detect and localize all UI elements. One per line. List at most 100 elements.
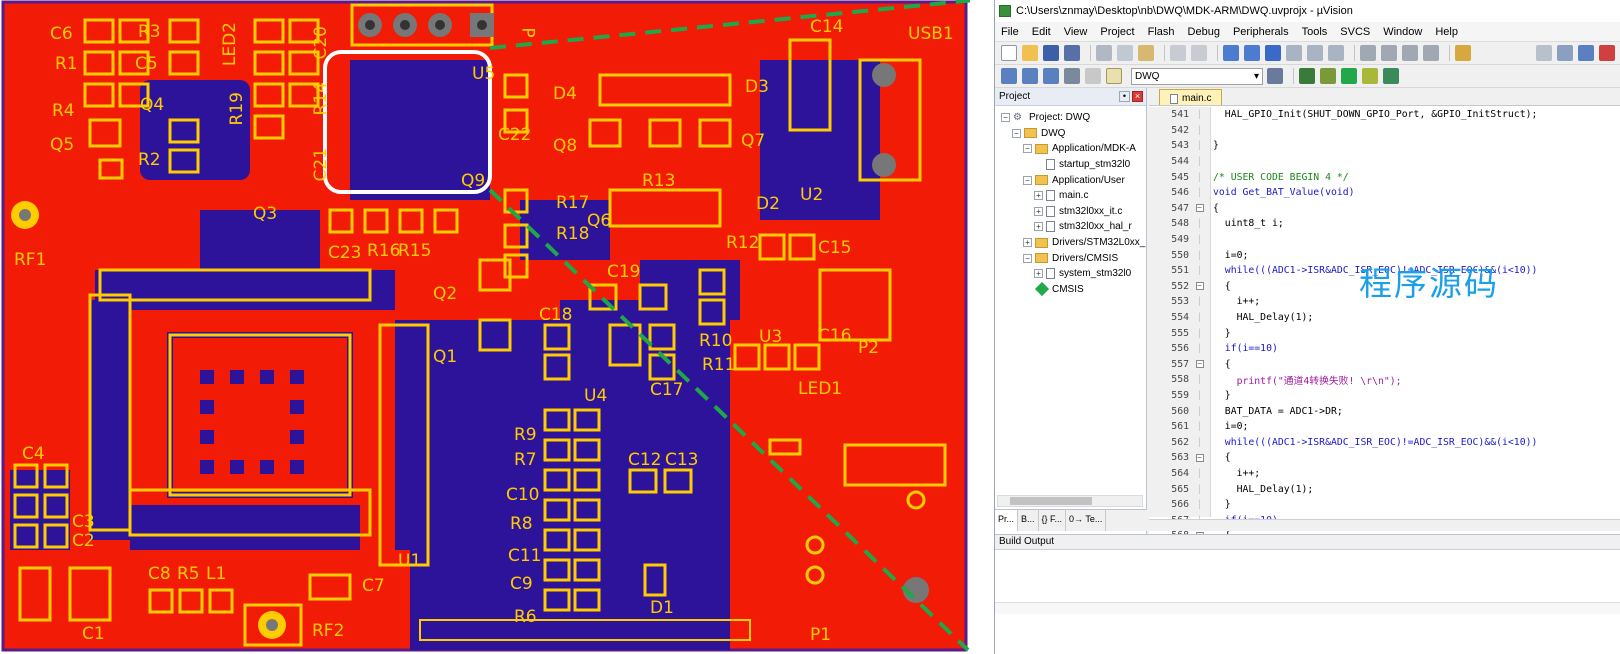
line-number: 551 <box>1171 265 1189 277</box>
manage-project-icon[interactable] <box>1299 68 1315 84</box>
line-number: 559 <box>1171 389 1189 401</box>
menu-window[interactable]: Window <box>1383 25 1423 38</box>
menu-view[interactable]: View <box>1063 25 1088 38</box>
batch-build-icon[interactable] <box>1064 68 1080 84</box>
uncomment-icon[interactable] <box>1423 45 1439 61</box>
tree-item-label: Drivers/STM32L0xx_ <box>1052 237 1146 249</box>
tree-item[interactable]: startup_stm32l0 <box>995 157 1146 173</box>
tree-item[interactable]: − Drivers/CMSIS <box>995 250 1146 266</box>
tree-item[interactable]: CMSIS <box>995 282 1146 298</box>
menu-project[interactable]: Project <box>1100 25 1135 38</box>
expand-icon[interactable]: + <box>1034 269 1043 279</box>
close-icon[interactable]: × <box>1132 91 1143 102</box>
expand-icon[interactable]: + <box>1034 191 1043 201</box>
comment-icon[interactable] <box>1402 45 1418 61</box>
target-select[interactable]: DWQ ▾ <box>1131 67 1263 85</box>
device-database-icon[interactable] <box>1383 68 1399 84</box>
prev-bookmark-icon[interactable] <box>1286 45 1302 61</box>
nav-forward-icon[interactable] <box>1244 45 1260 61</box>
stop-build-icon[interactable] <box>1085 68 1101 84</box>
tree-item[interactable]: + Drivers/STM32L0xx_ <box>995 235 1146 251</box>
nav-back-icon[interactable] <box>1223 45 1239 61</box>
tree-item[interactable]: −Application/MDK-A <box>995 141 1146 157</box>
open-file-icon[interactable] <box>1022 45 1038 61</box>
bookmark-icon[interactable] <box>1265 45 1281 61</box>
menu-help[interactable]: Help <box>1435 25 1458 38</box>
expand-icon[interactable]: + <box>1023 238 1032 248</box>
collapse-icon[interactable]: − <box>1023 253 1032 263</box>
fold-collapse-icon[interactable]: − <box>1195 359 1204 369</box>
editor-horizontal-scrollbar[interactable] <box>1149 519 1620 531</box>
pack-installer-icon[interactable] <box>1362 68 1378 84</box>
tree-item[interactable]: −⚙Project: DWQ <box>995 110 1146 126</box>
pin-icon[interactable]: • <box>1119 91 1130 102</box>
build-icon[interactable] <box>1022 68 1038 84</box>
code-line: 557− { <box>1149 357 1620 373</box>
menu-file[interactable]: File <box>1001 25 1019 38</box>
translate-icon[interactable] <box>1001 68 1017 84</box>
tab-main-c[interactable]: main.c <box>1159 89 1223 105</box>
menu-edit[interactable]: Edit <box>1031 25 1051 38</box>
collapse-icon[interactable]: − <box>1023 175 1032 185</box>
fold-collapse-icon[interactable]: − <box>1195 203 1204 213</box>
tree-item[interactable]: −Application/User <box>995 172 1146 188</box>
collapse-icon[interactable]: − <box>1001 113 1010 123</box>
pcb-label-c7: C7 <box>362 576 385 596</box>
select-packs-icon[interactable] <box>1320 68 1336 84</box>
collapse-icon[interactable]: − <box>1023 144 1032 154</box>
rebuild-icon[interactable] <box>1043 68 1059 84</box>
project-panel-tab[interactable]: 0→ Te... <box>1066 510 1107 531</box>
paste-icon[interactable] <box>1138 45 1154 61</box>
manage-rte-icon[interactable] <box>1341 68 1357 84</box>
unindent-icon[interactable] <box>1381 45 1397 61</box>
zoom-icon[interactable] <box>1599 45 1615 61</box>
download-icon[interactable] <box>1106 68 1122 84</box>
window-titlebar[interactable]: C:\Users\znmay\Desktop\nb\DWQ\MDK-ARM\DW… <box>995 0 1620 22</box>
redo-icon[interactable] <box>1191 45 1207 61</box>
find-in-files-icon[interactable] <box>1455 45 1471 61</box>
tree-item[interactable]: +system_stm32l0 <box>995 266 1146 282</box>
cut-icon[interactable] <box>1096 45 1112 61</box>
debug-session-icon[interactable] <box>1557 45 1573 61</box>
tree-item[interactable]: +stm32l0xx_it.c <box>995 204 1146 220</box>
project-panel-tab[interactable]: B... <box>1018 510 1039 531</box>
code-line: 559│ } <box>1149 388 1620 404</box>
next-bookmark-icon[interactable] <box>1307 45 1323 61</box>
menu-debug[interactable]: Debug <box>1187 25 1220 38</box>
tree-item[interactable]: +main.c <box>995 188 1146 204</box>
clear-bookmarks-icon[interactable] <box>1328 45 1344 61</box>
options-for-target-icon[interactable] <box>1267 68 1283 84</box>
save-icon[interactable] <box>1043 45 1059 61</box>
pcb-label-q7: Q7 <box>741 131 766 151</box>
menu-peripherals[interactable]: Peripherals <box>1232 25 1289 38</box>
copy-icon[interactable] <box>1117 45 1133 61</box>
code-editor[interactable]: 541│ HAL_GPIO_Init(SHUT_DOWN_GPIO_Port, … <box>1149 107 1620 619</box>
pcb-label-c10: C10 <box>506 485 540 505</box>
project-panel-tab[interactable]: {} F... <box>1039 510 1067 531</box>
configure-icon[interactable] <box>1578 45 1594 61</box>
fold-collapse-icon[interactable]: − <box>1195 281 1204 291</box>
new-file-icon[interactable] <box>1001 45 1017 61</box>
fold-collapse-icon[interactable]: − <box>1195 452 1204 462</box>
code-text: { <box>1213 452 1231 464</box>
indent-icon[interactable] <box>1360 45 1376 61</box>
project-panel-tab[interactable]: Pr... <box>995 510 1019 531</box>
collapse-icon[interactable]: − <box>1012 128 1021 138</box>
menu-flash[interactable]: Flash <box>1147 25 1175 38</box>
tree-item[interactable]: −DWQ <box>995 126 1146 142</box>
expand-icon[interactable]: + <box>1034 206 1043 216</box>
pcb-label-c20: C20 <box>311 26 331 60</box>
undo-icon[interactable] <box>1170 45 1186 61</box>
dropdown-arrow-icon[interactable] <box>1536 45 1552 61</box>
build-output-scrollbar[interactable] <box>995 602 1620 614</box>
expand-icon[interactable]: + <box>1034 222 1043 232</box>
pcb-label-r19: R19 <box>227 92 247 126</box>
tree-item-label: Drivers/CMSIS <box>1052 252 1119 264</box>
project-horizontal-scrollbar[interactable] <box>997 495 1143 507</box>
save-all-icon[interactable] <box>1064 45 1080 61</box>
tree-item[interactable]: +stm32l0xx_hal_r <box>995 219 1146 235</box>
menu-tools[interactable]: Tools <box>1301 25 1328 38</box>
code-text: BAT_DATA = ADC1->DR; <box>1213 405 1343 417</box>
code-text: i=0; <box>1213 421 1249 433</box>
menu-svcs[interactable]: SVCS <box>1340 25 1371 38</box>
